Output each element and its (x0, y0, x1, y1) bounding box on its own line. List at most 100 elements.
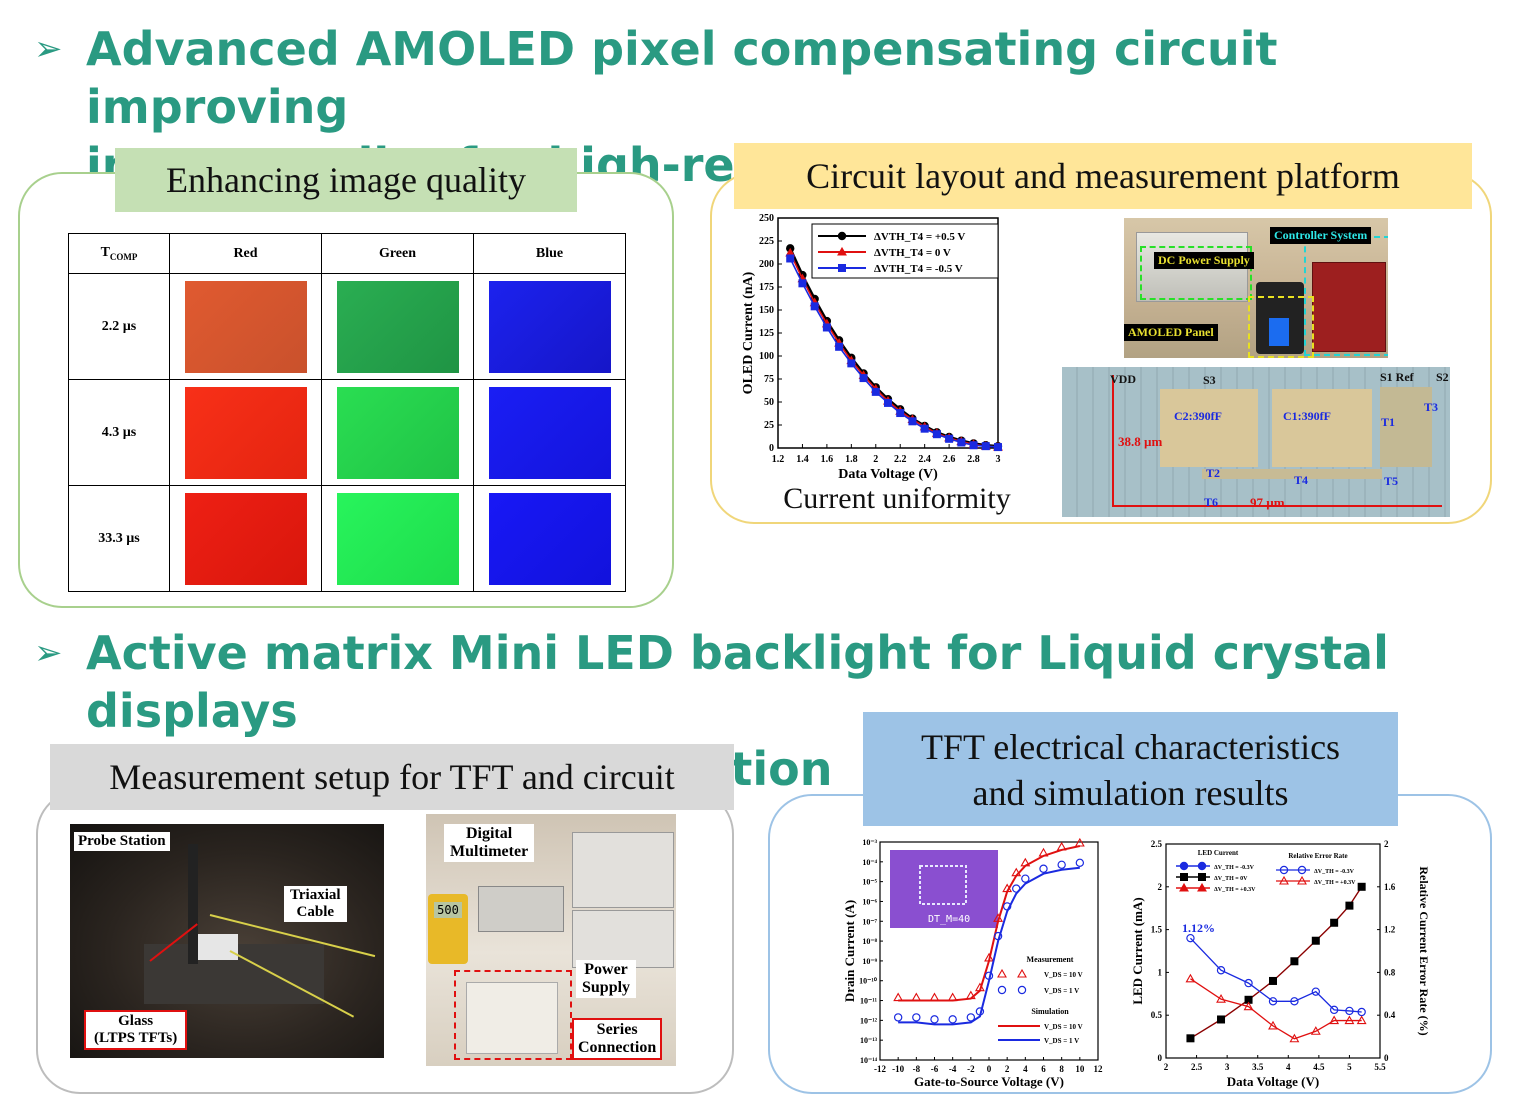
legend-label: ΔV_TH = -0.3V (1314, 869, 1355, 875)
color-swatch (184, 280, 307, 373)
x-tick-label: 4.5 (1313, 1062, 1325, 1072)
y-axis-label: LED Current (mA) (1130, 897, 1145, 1004)
width-dimension-tag: 97 µm (1250, 495, 1285, 510)
y-tick-label: 2 (1158, 882, 1163, 892)
x-tick-label: 5 (1347, 1062, 1352, 1072)
data-point (965, 990, 976, 1000)
y2-tick-label: 0.8 (1384, 967, 1396, 977)
data-point (984, 971, 994, 980)
data-point (1198, 873, 1206, 881)
arrow-bullet-icon: ➢ (34, 633, 63, 673)
table-row: 2.2 µs (68, 273, 626, 380)
green-header: Green (321, 233, 474, 274)
quality-table: TCOMP Red Green Blue 2.2 µs 4.3 µs 33.3 … (68, 233, 626, 592)
x-tick-label: 12 (1094, 1064, 1104, 1074)
legend-title: Measurement (1027, 955, 1074, 964)
series-line (898, 866, 1080, 1026)
data-point (1345, 901, 1354, 910)
section1-title-line1: Advanced AMOLED pixel compensating circu… (86, 22, 1278, 134)
y-tick-label: 0 (769, 443, 774, 454)
y-tick-label: 100 (759, 351, 774, 362)
legend-label: ΔV_TH = -0.3V (1214, 865, 1255, 871)
c1-tag: C1:390fF (1283, 409, 1331, 423)
y-tick-label: 10⁻⁷ (862, 917, 877, 926)
legend-title: Simulation (1031, 1007, 1069, 1016)
y-tick-label: 10⁻⁹ (862, 957, 877, 966)
section2-title-line1: Active matrix Mini LED backlight for Liq… (86, 626, 1389, 738)
data-point (957, 438, 966, 447)
data-point (1217, 1015, 1226, 1024)
t1-tag: T1 (1381, 415, 1396, 429)
inset-label: DT_M=40 (928, 914, 970, 925)
arrow-bullet-icon: ➢ (34, 29, 63, 69)
data-point (1056, 841, 1067, 851)
data-point (859, 374, 868, 383)
panel-screen (1269, 318, 1289, 346)
y-tick-label: 150 (759, 305, 774, 316)
data-point (1017, 968, 1027, 978)
data-point (930, 1015, 939, 1024)
x-tick-label: 3.5 (1252, 1062, 1264, 1072)
data-point (1012, 884, 1021, 893)
data-point (896, 409, 905, 418)
x-tick-label: 3 (996, 454, 1001, 465)
x-tick-label: 2.5 (1191, 1062, 1203, 1072)
data-point (1197, 882, 1207, 892)
power-supply-tag: Power Supply (576, 960, 637, 998)
legend-label: ΔVTH_T4 = -0.5 V (874, 263, 963, 275)
table-row: 33.3 µs (68, 485, 626, 592)
data-point (994, 443, 1002, 452)
data-point (1180, 873, 1188, 881)
y-tick-label: 10⁻¹² (860, 1016, 878, 1025)
plot-frame (1165, 843, 1381, 1059)
y2-tick-label: 0 (1384, 1053, 1389, 1063)
data-point (1310, 1026, 1321, 1035)
controller-system-tag: Controller System (1270, 227, 1372, 244)
data-point (871, 387, 880, 396)
data-point (1244, 978, 1253, 988)
data-point (974, 982, 985, 992)
t5-tag: T5 (1384, 474, 1399, 488)
t2-tag: T2 (1206, 466, 1221, 480)
y-tick-label: 10⁻¹³ (860, 1036, 878, 1045)
table-row: 4.3 µs (68, 379, 626, 486)
data-point (1297, 875, 1307, 885)
x-tick-label: 1.6 (821, 454, 834, 465)
data-point (1216, 994, 1226, 1003)
blue-header: Blue (473, 233, 626, 274)
data-point (997, 985, 1007, 995)
y2-tick-label: 0.4 (1384, 1010, 1396, 1020)
x-tick-label: -8 (913, 1064, 921, 1074)
x-tick-label: 2 (1164, 1062, 1169, 1072)
legend-label: V_DS = 10 V (1044, 971, 1083, 979)
data-point (838, 264, 846, 272)
x-axis-label: Data Voltage (V) (838, 467, 938, 482)
data-point (1269, 976, 1277, 985)
error-minus-line (1189, 937, 1362, 1013)
y-tick-label: 250 (759, 213, 774, 224)
data-point (1186, 933, 1195, 943)
tcomp-header: TCOMP (68, 233, 170, 274)
y2-axis-label: Relative Current Error Rate (%) (1417, 866, 1430, 1035)
measurement-platform-photo: DC Power Supply Controller System AMOLED… (1124, 218, 1388, 358)
data-point (810, 302, 819, 311)
data-point (920, 424, 929, 433)
triaxial-cable-tag: Triaxial Cable (284, 886, 347, 922)
y-tick-label: 2.5 (1151, 839, 1163, 849)
x-tick-label: 8 (1059, 1064, 1064, 1074)
circuit-layout-label: Circuit layout and measurement platform (734, 143, 1472, 209)
color-swatch (336, 386, 459, 479)
data-point (1329, 1005, 1339, 1015)
t4-tag: T4 (1294, 473, 1309, 487)
data-point (1197, 861, 1207, 871)
data-point (947, 992, 958, 1002)
data-point (984, 952, 994, 962)
data-point (1279, 865, 1289, 875)
color-swatch (488, 492, 611, 585)
legend-title: Relative Error Rate (1288, 852, 1347, 860)
legend-label: ΔV_TH = 0V (1214, 876, 1248, 882)
data-point (1021, 874, 1030, 883)
x-tick-label: 10 (1075, 1064, 1085, 1074)
